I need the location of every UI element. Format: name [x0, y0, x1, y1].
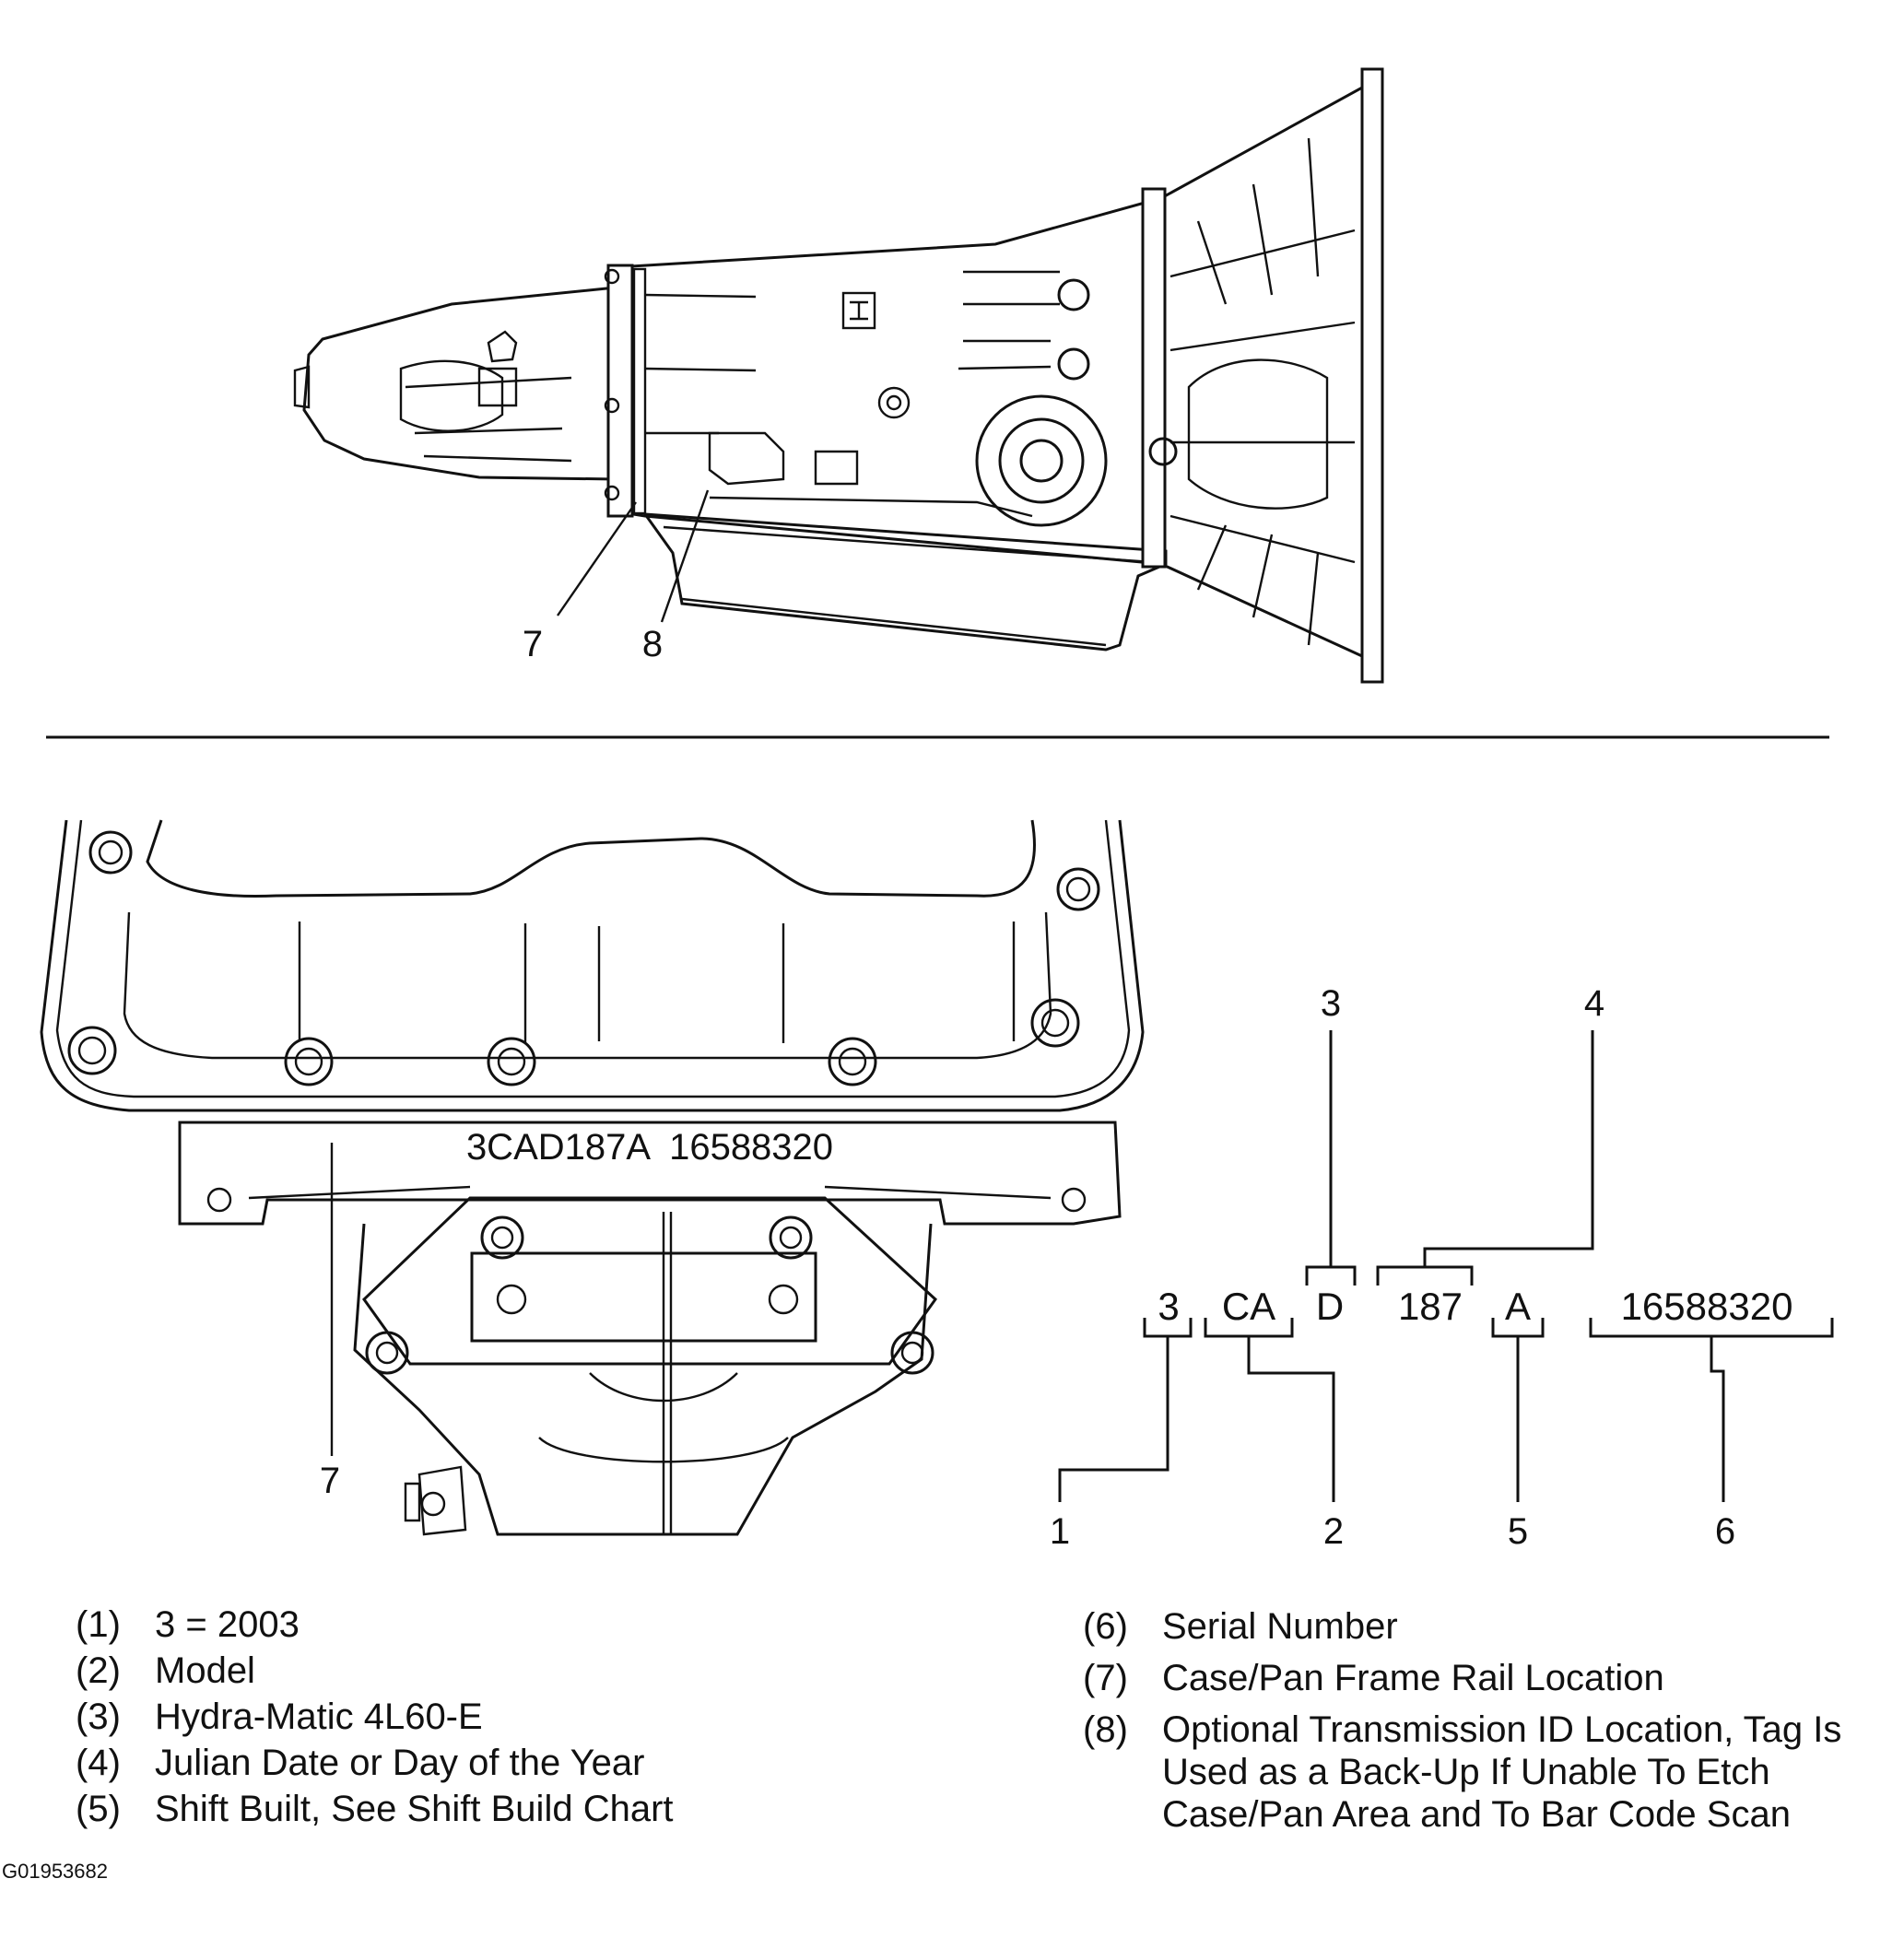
- legend-text: Hydra-Matic 4L60-E: [155, 1697, 483, 1737]
- legend-text: Shift Built, See Shift Build Chart: [155, 1789, 674, 1829]
- code-segment-serial: 16588320: [1621, 1285, 1793, 1328]
- legend-number: (8): [1083, 1709, 1128, 1750]
- legend-text: Serial Number: [1162, 1606, 1398, 1647]
- bracket-3: [1305, 1030, 1357, 1286]
- pan-flange: [40, 819, 1145, 1112]
- callout-6: 6: [1715, 1511, 1735, 1552]
- legend-item: (1) 3 = 2003: [76, 1603, 905, 1646]
- bracket-2: [1204, 1318, 1335, 1502]
- transmission-side-view: 7 8: [293, 67, 1384, 684]
- code-breakdown: 3 CA D 187 A 16588320 3 4 1 2 5 6: [1050, 983, 1834, 1552]
- extension-housing: [302, 286, 617, 481]
- pan-bolts: [67, 830, 1100, 1086]
- code-segment-shift: A: [1505, 1285, 1531, 1328]
- main-case: [614, 196, 1163, 566]
- legend-number: (2): [76, 1650, 121, 1691]
- legend-item: (4) Julian Date or Day of the Year: [76, 1742, 905, 1784]
- bracket-5: [1491, 1318, 1545, 1502]
- code-segment-model: CA: [1222, 1285, 1275, 1328]
- pan-stamp: 3CAD187A 16588320: [466, 1127, 833, 1168]
- legend-number: (7): [1083, 1658, 1128, 1698]
- callout-7-top: 7: [523, 624, 543, 664]
- code-segment-year: 3: [1158, 1285, 1179, 1328]
- callout-4: 4: [1584, 983, 1604, 1024]
- legend-text: Julian Date or Day of the Year: [155, 1743, 645, 1783]
- tail-housing: [353, 1223, 933, 1536]
- frame-rail: [178, 1121, 1122, 1226]
- legend-item: (7) Case/Pan Frame Rail Location: [1083, 1657, 1894, 1699]
- callout-3: 3: [1321, 983, 1341, 1024]
- leader-8-top: [660, 489, 710, 623]
- legend-item: (5) Shift Built, See Shift Build Chart: [76, 1788, 905, 1830]
- connector: [404, 1465, 467, 1536]
- legend-number: (5): [76, 1789, 121, 1829]
- pan-recess: [146, 819, 1036, 898]
- legend-number: (3): [76, 1697, 121, 1737]
- legend-item: (3) Hydra-Matic 4L60-E: [76, 1696, 905, 1738]
- legend-left: (1) 3 = 2003 (2) Model (3) Hydra-Matic 4L60…: [76, 1603, 905, 1834]
- callout-1: 1: [1050, 1511, 1070, 1552]
- legend-number: (4): [76, 1743, 121, 1783]
- bracket-6: [1589, 1318, 1834, 1502]
- legend-number: (1): [76, 1604, 121, 1645]
- case-flange: [606, 264, 634, 518]
- oil-pan: [641, 512, 1168, 652]
- callout-8-top: 8: [642, 624, 663, 664]
- bracket-4: [1376, 1030, 1594, 1286]
- legend-right: (6) Serial Number (7) Case/Pan Frame Rail …: [1083, 1605, 1894, 1845]
- legend-number: (6): [1083, 1606, 1128, 1647]
- bellhousing: [1159, 85, 1364, 659]
- legend-text: 3 = 2003: [155, 1604, 300, 1645]
- code-segment-julian-date: 187: [1398, 1285, 1463, 1328]
- leader-7-top: [557, 501, 637, 616]
- callout-7-bottom: 7: [320, 1461, 340, 1501]
- bracket-1: [1058, 1318, 1193, 1502]
- callout-5: 5: [1508, 1511, 1528, 1552]
- legend-item: (8) Optional Transmission ID Location, Ta…: [1083, 1708, 1894, 1836]
- legend-item: (2) Model: [76, 1650, 905, 1692]
- callout-2: 2: [1323, 1511, 1344, 1552]
- figure-id: G01953682: [2, 1860, 108, 1883]
- code-segment-transmission: D: [1316, 1285, 1344, 1328]
- legend-text: Case/Pan Frame Rail Location: [1162, 1658, 1664, 1698]
- legend-text: Optional Transmission ID Location, Tag I…: [1162, 1709, 1842, 1835]
- legend-text: Model: [155, 1650, 255, 1691]
- pan-underside-view: 3CAD187A 16588320 7: [40, 819, 1145, 1536]
- legend-item: (6) Serial Number: [1083, 1605, 1894, 1648]
- sensor-boss: [975, 394, 1108, 527]
